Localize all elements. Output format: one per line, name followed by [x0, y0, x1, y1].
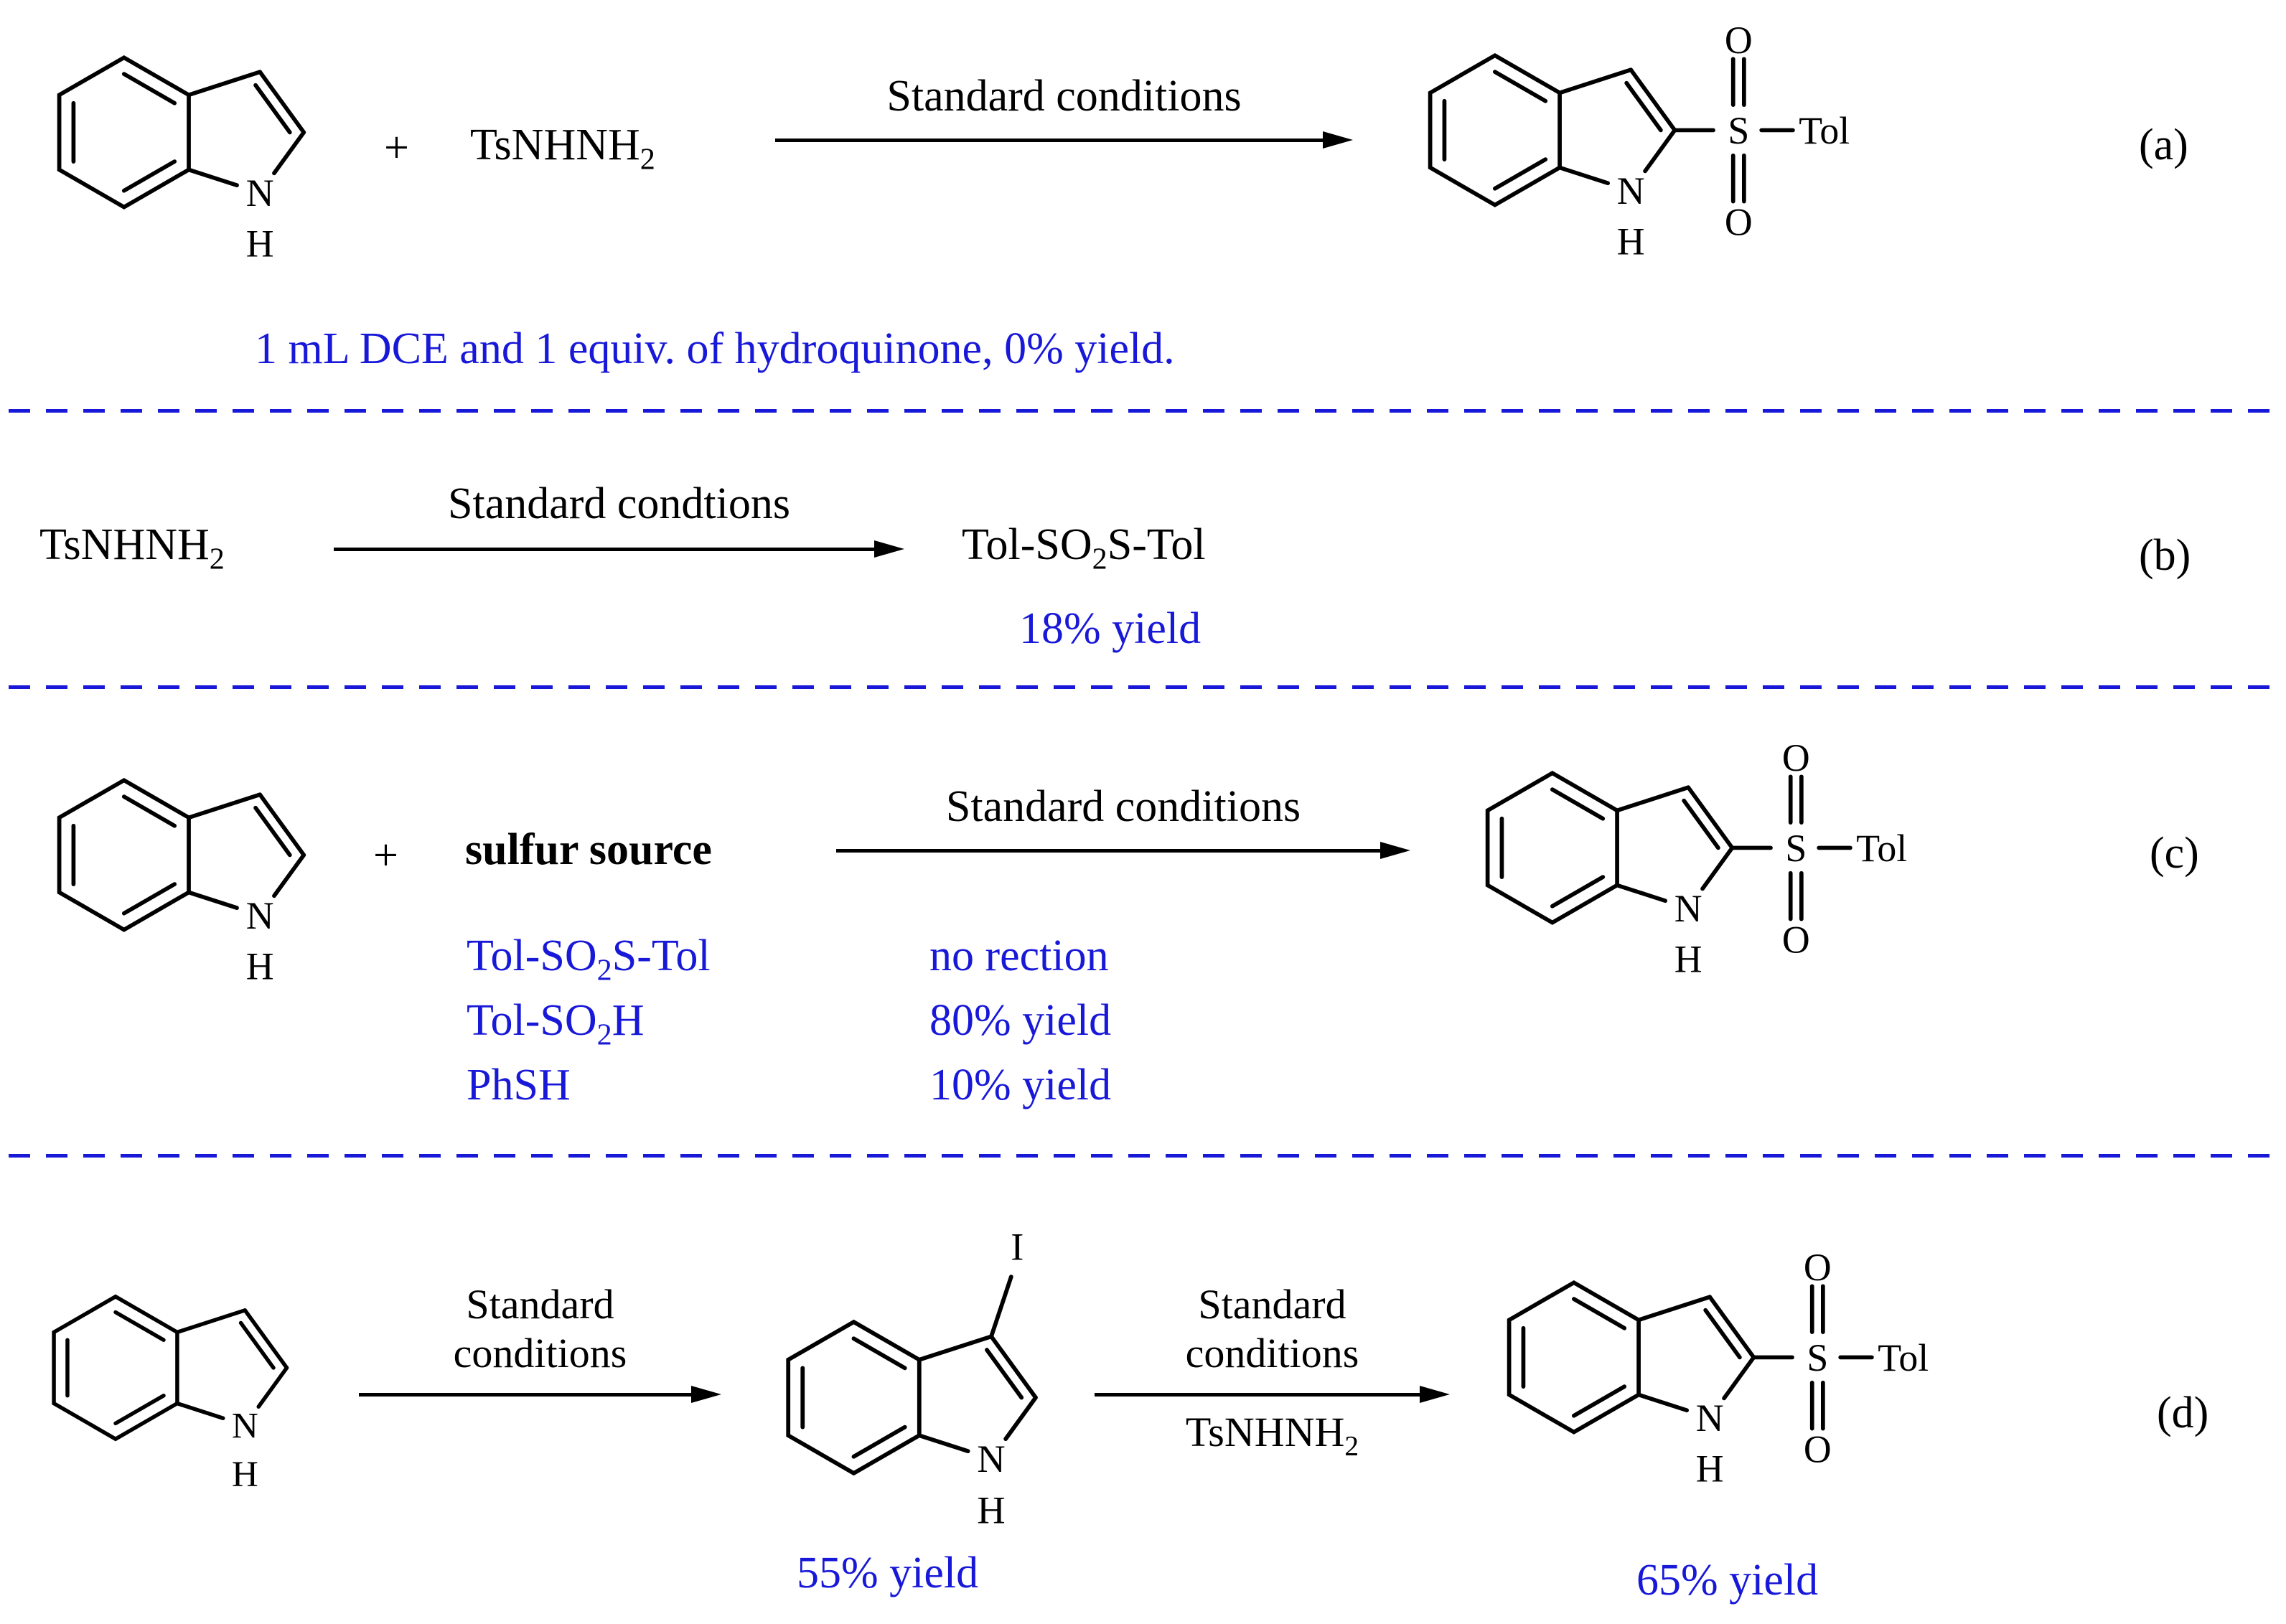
- atom-label-O-top: O: [1804, 1246, 1832, 1289]
- atom-label-N: N: [246, 894, 274, 937]
- rxn-c-label: (c): [2150, 829, 2199, 878]
- arrow-shaft: [836, 849, 1392, 853]
- iodoindole-structure: N H I: [786, 1225, 1038, 1532]
- indole-bonds: [52, 1294, 289, 1442]
- atom-label-O-bottom: O: [1725, 201, 1753, 244]
- sulfur-source-result-1: no rection: [929, 931, 1109, 980]
- atom-label-I: I: [1011, 1225, 1023, 1268]
- atom-label-S: S: [1807, 1336, 1828, 1379]
- atom-label-N: N: [246, 172, 274, 215]
- rxn-c-arrow: [836, 841, 1410, 860]
- rxn-b-reactant-formula: TsNHNH2: [39, 520, 225, 576]
- atom-label-S: S: [1728, 109, 1749, 152]
- indole-bonds: [57, 55, 306, 210]
- rxn-b-label: (b): [2139, 531, 2191, 580]
- rxn-d-arrow2-reagent: TsNHNH2: [1185, 1409, 1359, 1462]
- atom-label-N: N: [1674, 887, 1702, 930]
- atom-label-S: S: [1785, 827, 1807, 870]
- rxn-b-yield: 18% yield: [1019, 604, 1201, 653]
- arrow-shaft: [1095, 1393, 1431, 1397]
- rxn-a-arrow: [775, 131, 1353, 149]
- sulfonyl-indole-bonds: [1507, 1280, 1874, 1435]
- atom-label-H: H: [246, 944, 274, 987]
- arrow-head: [1380, 842, 1410, 859]
- sulfur-source-entry-3: PhSH: [467, 1061, 571, 1109]
- atom-label-H: H: [977, 1489, 1005, 1532]
- atom-label-N: N: [1696, 1397, 1724, 1440]
- sulfonyl-indole-bonds: [1485, 770, 1852, 925]
- sulfonyl-indole-bonds: [1428, 52, 1795, 207]
- rxn-a-label: (a): [2139, 121, 2188, 169]
- indole-structure-a: N H: [57, 55, 306, 265]
- indole-structure-c: N H: [57, 777, 306, 987]
- rxn-a-reagent-formula: TsNHNH2: [470, 121, 655, 177]
- rxn-d-arrow1-label-bottom: conditions: [453, 1330, 627, 1376]
- rxn-d-intermediate-yield: 55% yield: [797, 1549, 979, 1597]
- sulfur-source-result-2: 80% yield: [929, 996, 1112, 1045]
- atom-label-O-bottom: O: [1782, 919, 1810, 962]
- indole-bonds: [57, 777, 306, 932]
- rxn-d-arrow2: [1095, 1385, 1450, 1404]
- arrow-shaft: [334, 548, 886, 551]
- atom-label-N: N: [232, 1406, 258, 1447]
- group-label-Tol: Tol: [1878, 1336, 1929, 1379]
- sulfonyl-indole-structure-a: N H S O O Tol: [1428, 19, 1850, 263]
- rxn-b-arrow: [334, 540, 904, 558]
- atom-label-O-top: O: [1725, 19, 1753, 62]
- rxn-d-arrow2-label-top: Standard: [1198, 1281, 1346, 1328]
- atom-label-N: N: [977, 1437, 1005, 1480]
- sulfonyl-indole-structure-d: N H S O O Tol: [1507, 1246, 1929, 1491]
- arrow-head: [691, 1386, 721, 1403]
- rxn-d-label: (d): [2157, 1389, 2209, 1437]
- atom-label-O-bottom: O: [1804, 1428, 1832, 1471]
- dashed-divider-1: [9, 409, 2277, 413]
- atom-label-H: H: [246, 222, 274, 265]
- arrow-shaft: [775, 139, 1334, 142]
- atom-label-H: H: [1617, 220, 1645, 263]
- rxn-a-note: 1 mL DCE and 1 equiv. of hydroquinone, 0…: [255, 324, 1175, 373]
- dashed-divider-3: [9, 1154, 2277, 1158]
- rxn-d-arrow1-label-top: Standard: [466, 1281, 614, 1328]
- arrow-head: [1323, 131, 1353, 149]
- plus-sign-a: +: [384, 123, 409, 172]
- rxn-b-product-formula: Tol-SO2S-Tol: [962, 520, 1206, 576]
- arrow-shaft: [359, 1393, 703, 1397]
- rxn-c-arrow-label: Standard conditions: [945, 782, 1301, 831]
- rxn-c-reagent: sulfur source: [465, 825, 712, 874]
- atom-label-O-top: O: [1782, 736, 1810, 779]
- iodoindole-bonds: [786, 1275, 1038, 1476]
- dashed-divider-2: [9, 685, 2277, 689]
- rxn-d-arrow1: [359, 1385, 721, 1404]
- sulfonyl-indole-structure-c: N H S O O Tol: [1485, 736, 1907, 981]
- atom-label-N: N: [1617, 169, 1645, 212]
- sulfur-source-entry-1: Tol-SO2S-Tol: [467, 931, 711, 987]
- rxn-d-product-yield: 65% yield: [1636, 1556, 1819, 1605]
- atom-label-H: H: [1696, 1447, 1724, 1491]
- rxn-a-arrow-label: Standard conditions: [886, 72, 1242, 121]
- indole-structure-d: N H: [52, 1294, 289, 1495]
- atom-label-H: H: [1674, 938, 1702, 981]
- atom-label-H: H: [232, 1454, 258, 1495]
- group-label-Tol: Tol: [1856, 827, 1907, 870]
- rxn-d-arrow2-label-bottom: conditions: [1185, 1330, 1359, 1376]
- group-label-Tol: Tol: [1799, 109, 1850, 152]
- sulfur-source-result-3: 10% yield: [929, 1061, 1112, 1109]
- plus-sign-c: +: [373, 831, 398, 880]
- sulfur-source-entry-2: Tol-SO2H: [467, 996, 645, 1052]
- arrow-head: [874, 540, 904, 558]
- rxn-b-arrow-label: Standard condtions: [448, 479, 790, 528]
- arrow-head: [1420, 1386, 1450, 1403]
